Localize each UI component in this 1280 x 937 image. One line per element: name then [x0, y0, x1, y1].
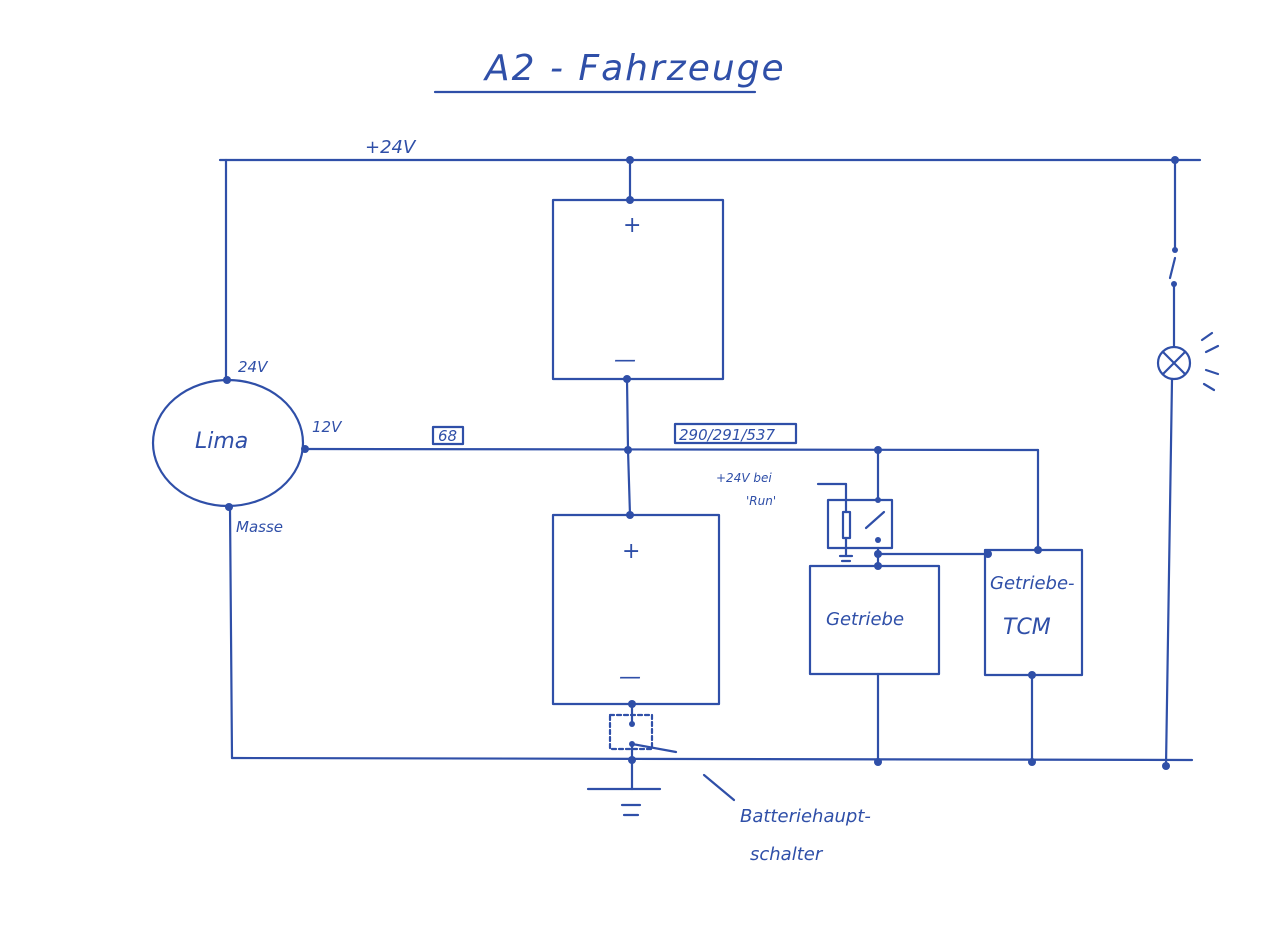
tcm-label-line2: TCM	[1003, 615, 1051, 640]
switch-label-line1: Batteriehaupt-	[740, 806, 871, 827]
switch-pointer-line	[702, 773, 736, 802]
node-rail-lamp	[1171, 156, 1179, 164]
battery-top	[551, 198, 725, 381]
wire-lima-masse	[228, 505, 234, 760]
node-battery-top-plus	[626, 196, 634, 204]
wire-battery-link-a	[625, 377, 630, 451]
wire-battery-link-b	[626, 448, 632, 517]
wire-68-label: 68	[438, 427, 457, 445]
lima-masse-label: Masse	[236, 518, 283, 536]
relay-contact-bottom	[875, 537, 881, 543]
node-lima-24v	[223, 376, 231, 384]
switch-lever	[630, 742, 678, 754]
rail-ground	[230, 756, 1194, 762]
getriebe-box	[808, 564, 941, 676]
node-rail-battery-top	[626, 156, 634, 164]
lima-label: Lima	[195, 429, 248, 454]
battery-top-plus: +	[623, 213, 641, 238]
relay-contact-top	[875, 497, 881, 503]
battery-bottom-minus: —	[619, 665, 641, 690]
getriebe-label: Getriebe	[826, 609, 904, 630]
wire-290-label: 290/291/537	[679, 426, 775, 444]
relay-note-line2: 'Run'	[746, 494, 776, 508]
wire-290-box	[673, 422, 798, 445]
node-getriebe-ground	[874, 758, 882, 766]
relay-contact	[864, 510, 886, 530]
wire-12v	[303, 447, 1040, 452]
label-plus-24v: +24V	[365, 137, 417, 158]
wire-lamp-ground	[1164, 378, 1174, 768]
battery-bottom-plus: +	[622, 539, 640, 564]
node-lima-masse	[225, 503, 233, 511]
warning-lamp-icon	[1156, 331, 1220, 392]
diagram-title: A2 - Fahrzeuge	[483, 48, 786, 89]
node-tcm-ground	[1028, 758, 1036, 766]
node-tcm-out	[1028, 671, 1036, 679]
switch-label-line2: schalter	[750, 844, 824, 865]
tcm-label-line1: Getriebe-	[990, 573, 1075, 594]
node-battery-bottom-plus	[626, 511, 634, 519]
wire-68-box	[431, 425, 465, 446]
lamp-switch-top	[1172, 247, 1178, 253]
node-ground-switch	[628, 756, 636, 764]
node-lamp-ground	[1162, 762, 1170, 770]
relay-note-line1: +24V bei	[716, 471, 772, 485]
lima-12v-label: 12V	[312, 418, 343, 436]
battery-top-minus: —	[614, 348, 636, 373]
switch-contact-top	[629, 721, 635, 727]
tcm-box	[983, 548, 1084, 677]
node-relay-supply	[874, 446, 882, 454]
relay-box	[826, 498, 894, 550]
lamp-switch-lever	[1168, 256, 1177, 280]
lima-24v-label: 24V	[238, 358, 269, 376]
relay-coil	[841, 510, 852, 540]
